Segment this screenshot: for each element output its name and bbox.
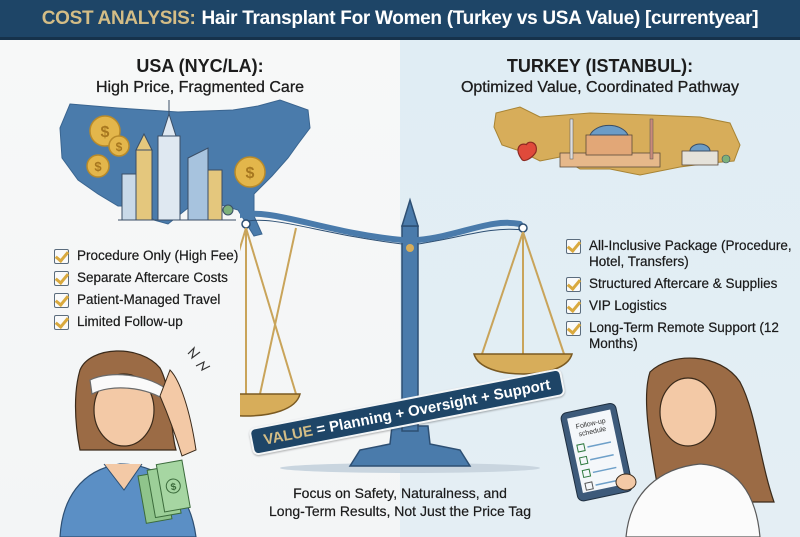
turkey-feature-list: All-Inclusive Package (Procedure, Hotel,… bbox=[566, 238, 796, 358]
header-accent: COST ANALYSIS: bbox=[41, 7, 196, 29]
checkbox-checked-icon bbox=[566, 299, 581, 314]
usa-item: Procedure Only (High Fee) bbox=[54, 248, 264, 264]
usa-item: Limited Follow-up bbox=[54, 314, 264, 330]
svg-text:$: $ bbox=[116, 140, 123, 154]
usa-item: Patient-Managed Travel bbox=[54, 292, 264, 308]
turkey-subtitle: Optimized Value, Coordinated Pathway bbox=[460, 78, 740, 96]
turkey-item: Structured Aftercare & Supplies bbox=[566, 276, 796, 292]
svg-text:$: $ bbox=[94, 159, 102, 174]
checkbox-checked-icon bbox=[566, 239, 581, 254]
value-label: VALUE bbox=[262, 421, 315, 449]
turkey-title: TURKEY (ISTANBUL): bbox=[506, 56, 694, 76]
stressed-woman-illustration: $ bbox=[59, 346, 211, 537]
checkbox-checked-icon bbox=[566, 277, 581, 292]
usa-heading: USA (NYC/LA): High Price, Fragmented Car… bbox=[60, 56, 340, 97]
turkey-map-illustration bbox=[493, 106, 741, 176]
page-header: COST ANALYSIS: Hair Transplant For Women… bbox=[0, 0, 800, 40]
happy-woman-illustration: Follow-up schedule bbox=[560, 357, 775, 537]
svg-text:$: $ bbox=[246, 165, 255, 182]
turkey-item: All-Inclusive Package (Procedure, Hotel,… bbox=[566, 238, 796, 270]
usa-map-illustration: $ $ $ $ bbox=[59, 99, 311, 237]
checkbox-checked-icon bbox=[54, 293, 69, 308]
footer-message: Focus on Safety, Naturalness, and Long-T… bbox=[240, 484, 560, 520]
usa-subtitle: High Price, Fragmented Care bbox=[95, 78, 305, 96]
turkey-item: Long-Term Remote Support (12 Months) bbox=[566, 320, 796, 352]
turkey-heading: TURKEY (ISTANBUL): Optimized Value, Coor… bbox=[440, 56, 760, 97]
checkbox-checked-icon bbox=[54, 315, 69, 330]
svg-text:$: $ bbox=[170, 482, 178, 494]
usa-item: Separate Aftercare Costs bbox=[54, 270, 264, 286]
usa-feature-list: Procedure Only (High Fee) Separate After… bbox=[54, 248, 264, 336]
usa-title: USA (NYC/LA): bbox=[136, 56, 264, 76]
footer-line-2: Long-Term Results, Not Just the Price Ta… bbox=[269, 503, 531, 519]
footer-line-1: Focus on Safety, Naturalness, and bbox=[293, 485, 507, 501]
checkbox-checked-icon bbox=[566, 321, 581, 336]
turkey-item: VIP Logistics bbox=[566, 298, 796, 314]
checkbox-checked-icon bbox=[54, 271, 69, 286]
svg-text:$: $ bbox=[101, 124, 110, 141]
header-title: Hair Transplant For Women (Turkey vs USA… bbox=[201, 7, 759, 29]
balance-scale-icon bbox=[240, 197, 573, 473]
checkbox-checked-icon bbox=[54, 249, 69, 264]
